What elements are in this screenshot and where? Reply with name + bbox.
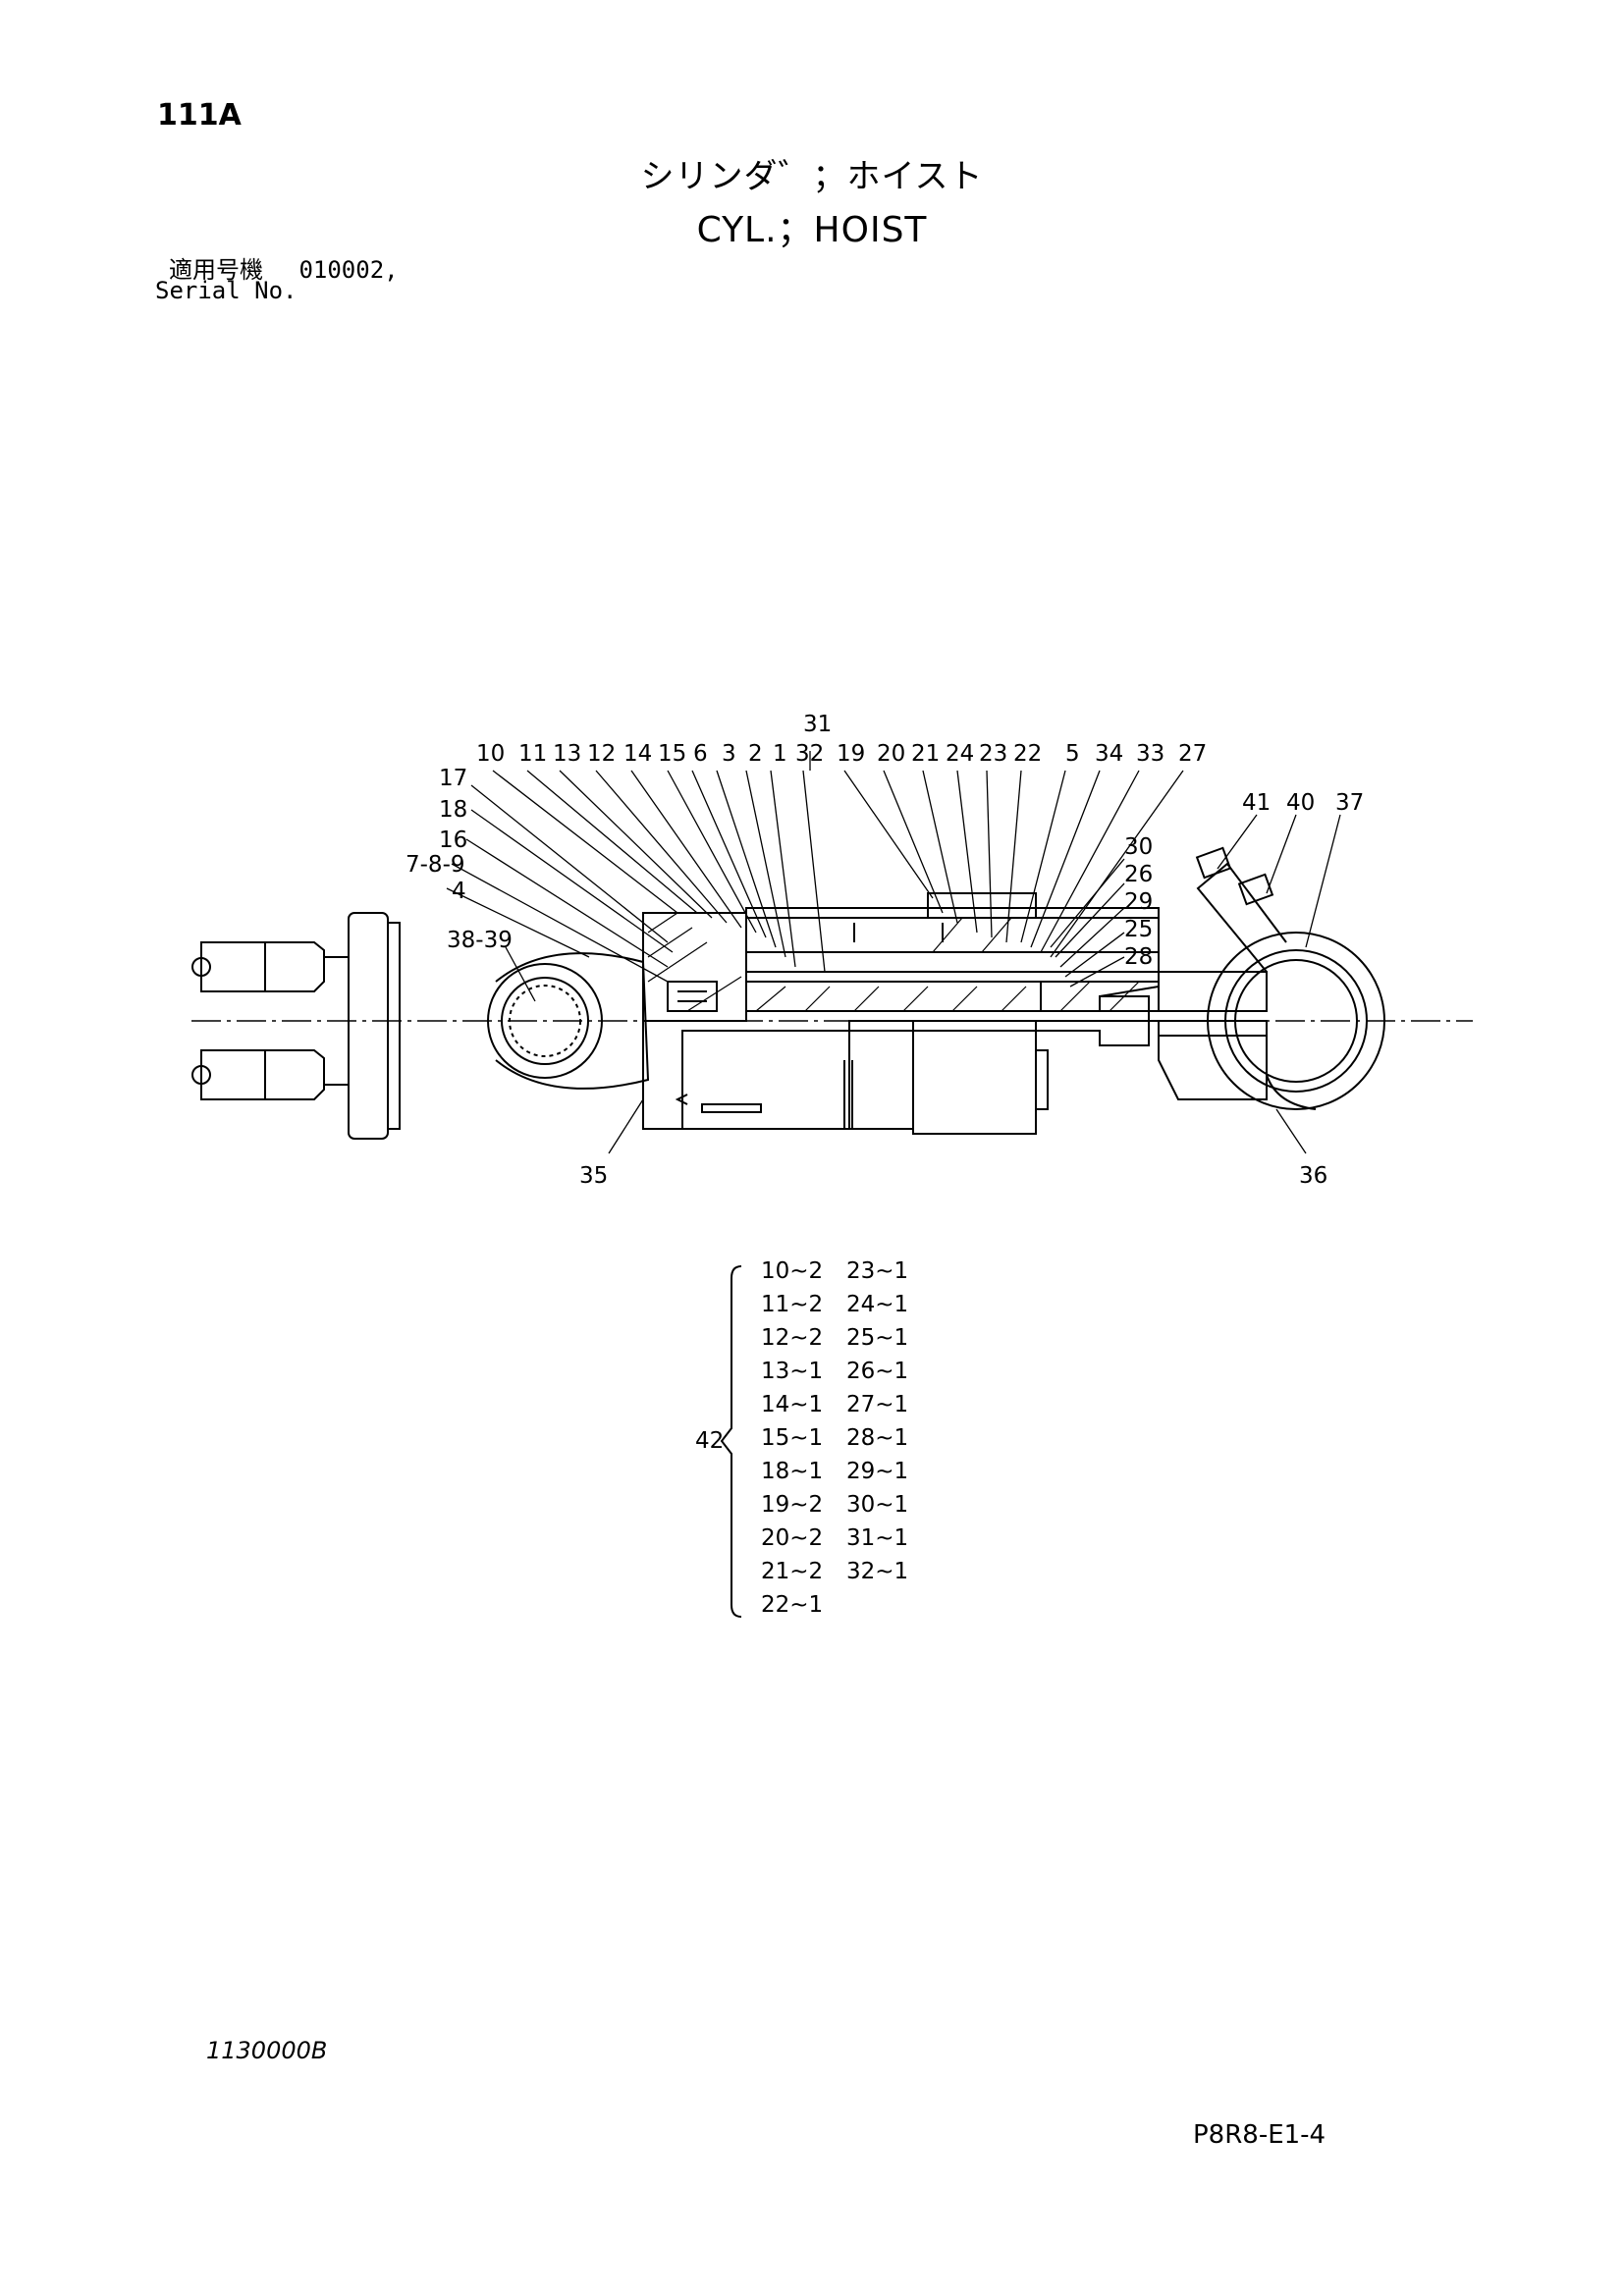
callout-28: 28 — [1124, 944, 1153, 970]
callout-34: 34 — [1095, 741, 1123, 767]
callout-25: 25 — [1124, 917, 1153, 942]
kit-left-item: 12~2 — [761, 1325, 823, 1351]
seal-kit-list: 42 10~2 11~2 12~2 13~1 14~1 15~1 18~1 19… — [695, 1258, 908, 1618]
callout-24: 24 — [946, 741, 974, 767]
title-english: CYL.；HOIST — [696, 210, 928, 250]
callout-35: 35 — [579, 1163, 608, 1189]
kit-right-item: 27~1 — [846, 1392, 908, 1417]
leader-lines — [446, 751, 1341, 1154]
kit-right-item: 23~1 — [846, 1258, 908, 1284]
callout-31: 31 — [803, 712, 832, 737]
kit-left-item: 11~2 — [761, 1292, 823, 1317]
cylinder-body-exterior — [642, 1020, 1049, 1135]
piston-rod — [746, 986, 1160, 1046]
kit-right-item: 28~1 — [846, 1425, 908, 1451]
cylinder-extension — [1036, 1020, 1268, 1100]
document-code: 1130000B — [206, 2037, 328, 2064]
callout-30: 30 — [1124, 834, 1153, 860]
callout-15: 15 — [658, 741, 686, 767]
callout-7-8-9: 7-8-9 — [406, 852, 465, 878]
callout-18: 18 — [439, 797, 467, 823]
callout-21: 21 — [911, 741, 940, 767]
kit-brace — [720, 1265, 742, 1618]
serial-label-english: Serial No. — [155, 277, 298, 304]
callout-4: 4 — [452, 879, 466, 904]
serial-label-japanese: 適用号機 010002, — [169, 250, 399, 285]
kit-right-item: 26~1 — [846, 1359, 908, 1384]
kit-number: 42 — [695, 1428, 724, 1454]
callout-29: 29 — [1124, 889, 1153, 915]
kit-right-item: 30~1 — [846, 1492, 908, 1518]
head-gland — [642, 912, 747, 1022]
callout-labels: 31 10 11 13 12 14 15 6 3 2 1 32 19 20 21… — [406, 712, 1364, 1189]
kit-left-item: 20~2 — [761, 1525, 823, 1551]
kit-right-item: 32~1 — [846, 1559, 908, 1584]
callout-33: 33 — [1136, 741, 1164, 767]
callout-32: 32 — [795, 741, 824, 767]
kit-right-item: 25~1 — [846, 1325, 908, 1351]
kit-left-item: 18~1 — [761, 1459, 823, 1484]
page-number: 111A — [157, 98, 242, 133]
callout-3: 3 — [722, 741, 736, 767]
callout-13: 13 — [553, 741, 581, 767]
kit-left-item: 21~2 — [761, 1559, 823, 1584]
cylinder-tube-section — [745, 892, 1268, 1012]
callout-38-39: 38-39 — [447, 928, 513, 953]
callout-5: 5 — [1065, 741, 1080, 767]
callout-27: 27 — [1178, 741, 1207, 767]
left-clevis — [191, 912, 401, 1140]
kit-left-item: 19~2 — [761, 1492, 823, 1518]
callout-37: 37 — [1335, 790, 1364, 816]
kit-left-item: 15~1 — [761, 1425, 823, 1451]
callout-41: 41 — [1242, 790, 1271, 816]
callout-40: 40 — [1286, 790, 1315, 816]
kit-right-item: 24~1 — [846, 1292, 908, 1317]
callout-2: 2 — [748, 741, 763, 767]
kit-right-item: 29~1 — [846, 1459, 908, 1484]
serial-label-jp-text: 適用号機 — [169, 256, 263, 284]
callout-1: 1 — [773, 741, 787, 767]
kit-right-item: 31~1 — [846, 1525, 908, 1551]
kit-left-item: 13~1 — [761, 1359, 823, 1384]
callout-6: 6 — [693, 741, 708, 767]
callout-20: 20 — [877, 741, 905, 767]
callout-36: 36 — [1299, 1163, 1327, 1189]
callout-16: 16 — [439, 828, 467, 853]
hatching — [647, 912, 1140, 1012]
kit-left-item: 14~1 — [761, 1392, 823, 1417]
title-japanese: シリンダ゛；ホイスト — [640, 157, 984, 196]
callout-14: 14 — [623, 741, 652, 767]
callout-10: 10 — [476, 741, 505, 767]
kit-left-item: 10~2 — [761, 1258, 823, 1284]
callout-26: 26 — [1124, 862, 1153, 887]
callout-12: 12 — [587, 741, 616, 767]
serial-value: 010002, — [298, 256, 399, 284]
page-reference: P8R8-E1-4 — [1193, 2120, 1326, 2150]
callout-22: 22 — [1013, 741, 1042, 767]
head-eye — [1195, 846, 1385, 1110]
kit-left-item: 22~1 — [761, 1592, 823, 1618]
callout-11: 11 — [518, 741, 547, 767]
callout-23: 23 — [979, 741, 1007, 767]
callout-17: 17 — [439, 766, 467, 791]
callout-19: 19 — [837, 741, 865, 767]
